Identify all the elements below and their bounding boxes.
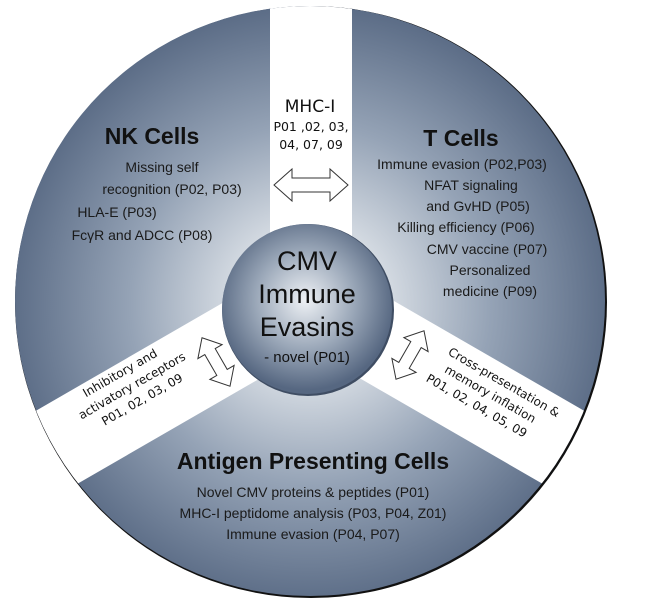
double-arrow-icon xyxy=(197,337,235,387)
center-line-2: Immune xyxy=(258,279,356,309)
segment-t-cells: T Cells Immune evasion (P02,P03) NFAT si… xyxy=(377,125,547,299)
t-item: Killing efficiency (P06) xyxy=(397,219,534,235)
t-title: T Cells xyxy=(423,125,498,151)
link-top-label: MHC-I xyxy=(285,97,335,117)
center-line-1: CMV xyxy=(277,246,337,276)
center-node: CMV Immune Evasins - novel (P01) xyxy=(222,224,394,396)
center-line-3: Evasins xyxy=(260,312,355,342)
link-top-line: 04, 07, 09 xyxy=(279,137,343,152)
center-subtitle: - novel (P01) xyxy=(264,349,350,366)
nk-item: recognition (P02, P03) xyxy=(102,181,241,197)
t-item: Immune evasion (P02,P03) xyxy=(377,156,547,172)
apc-item: MHC-I peptidome analysis (P03, P04, Z01) xyxy=(180,505,447,521)
link-top-line: P01 ,02, 03, xyxy=(273,119,348,134)
apc-item: Novel CMV proteins & peptides (P01) xyxy=(197,484,430,500)
segment-antigen-presenting-cells: Antigen Presenting Cells Novel CMV prote… xyxy=(177,448,449,542)
apc-item: Immune evasion (P04, P07) xyxy=(226,526,400,542)
nk-item: Missing self xyxy=(125,159,198,175)
t-item: medicine (P09) xyxy=(443,283,537,299)
double-arrow-icon xyxy=(391,330,429,380)
center-circle xyxy=(222,224,392,394)
apc-title: Antigen Presenting Cells xyxy=(177,448,449,474)
t-item: Personalized xyxy=(450,262,531,278)
nk-title: NK Cells xyxy=(105,123,200,149)
segment-nk-cells: NK Cells Missing self recognition (P02, … xyxy=(72,123,242,243)
double-arrow-icon xyxy=(273,167,349,203)
nk-item: FcγR and ADCC (P08) xyxy=(72,227,213,243)
link-nk-t: MHC-I P01 ,02, 03, 04, 07, 09 xyxy=(273,97,349,203)
t-item: NFAT signaling xyxy=(424,177,518,193)
t-item: and GvHD (P05) xyxy=(426,198,529,214)
nk-item: HLA-E (P03) xyxy=(77,204,156,220)
t-item: CMV vaccine (P07) xyxy=(427,241,548,257)
